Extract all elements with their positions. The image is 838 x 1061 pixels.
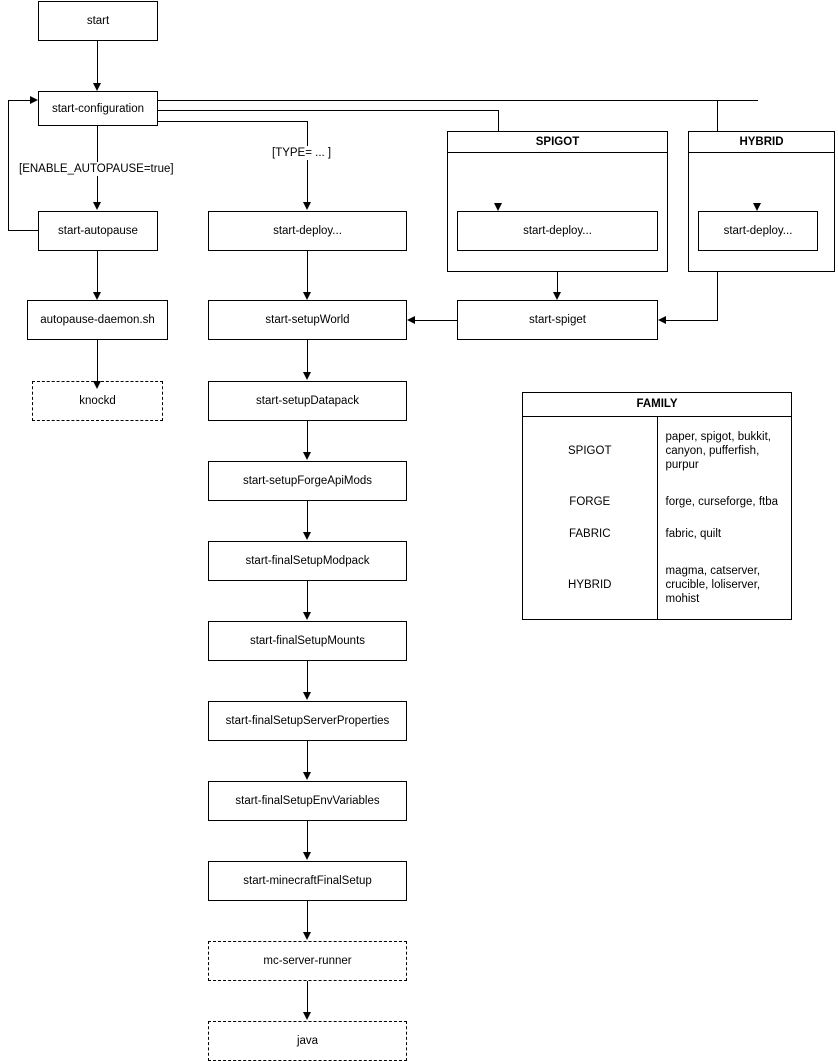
edge-setupworld-to-datapack (307, 340, 308, 372)
node-start-spiget[interactable]: start-spiget (457, 300, 658, 340)
node-start-finalsetupserverproperties[interactable]: start-finalSetupServerProperties (208, 701, 407, 741)
node-start-setupforgeapimods[interactable]: start-setupForgeApiMods (208, 461, 407, 501)
node-mc-server-runner[interactable]: mc-server-runner (208, 941, 407, 981)
edge-finalsetup-to-mcserverrunner (307, 901, 308, 932)
arrowhead-deploy-to-setupworld (303, 292, 311, 300)
edge-deploy-to-setupworld (307, 251, 308, 292)
arrowhead-forgeapimods-to-modpack (303, 532, 311, 540)
legend-family-members: paper, spigot, bukkit, canyon, pufferfis… (665, 431, 771, 472)
arrowhead-loopback-to-configuration (30, 96, 38, 104)
arrowhead-serverproperties-to-envvariables (303, 772, 311, 780)
arrowhead-spigot-deploy-to-spiget (553, 292, 561, 300)
node-autopause-daemon-sh[interactable]: autopause-daemon.sh (27, 300, 168, 340)
legend-table: FAMILY SPIGOT paper, spigot, bukkit, can… (523, 393, 791, 619)
arrowhead-spiget-to-setupworld (407, 316, 415, 324)
arrowhead-hybrid-to-spiget (658, 316, 666, 324)
edge-autopause-loopback-top (8, 100, 30, 101)
legend-family-members: fabric, quilt (665, 528, 722, 541)
edge-label-type: [TYPE= ... ] (272, 146, 332, 160)
node-start-deploy-hybrid[interactable]: start-deploy... (698, 211, 818, 251)
edge-mounts-to-serverproperties (307, 661, 308, 692)
arrowhead-setupworld-to-datapack (303, 372, 311, 380)
edge-deploy-riser (307, 121, 308, 202)
node-start-setupworld[interactable]: start-setupWorld (208, 300, 407, 340)
legend-row: FABRIC fabric, quilt (523, 518, 791, 551)
edge-hybrid-to-spiget (666, 320, 718, 321)
node-start-finalsetupenvvariables[interactable]: start-finalSetupEnvVariables (208, 781, 407, 821)
arrowhead-modpack-to-mounts (303, 612, 311, 620)
legend-family-table: FAMILY SPIGOT paper, spigot, bukkit, can… (522, 392, 792, 620)
arrowhead-configuration-to-autopause (93, 202, 101, 210)
legend-family-members: forge, curseforge, ftba (665, 495, 779, 508)
arrowhead-to-spigot-deploy (494, 203, 502, 211)
edge-start-to-configuration (97, 41, 98, 83)
edge-autopause-to-daemon (97, 251, 98, 292)
edge-configuration-to-hybrid-path (158, 100, 717, 101)
edge-datapack-to-forgeapimods (307, 421, 308, 452)
node-start-deploy-spigot[interactable]: start-deploy... (457, 211, 658, 251)
arrowhead-mounts-to-serverproperties (303, 692, 311, 700)
arrowhead-envvariables-to-finalsetup (303, 852, 311, 860)
arrowhead-start-to-configuration (93, 83, 101, 91)
legend-family-name: HYBRID (523, 550, 658, 619)
legend-title: FAMILY (523, 393, 791, 417)
legend-family-name: SPIGOT (523, 416, 658, 486)
node-java[interactable]: java (208, 1021, 407, 1061)
legend-body: SPIGOT paper, spigot, bukkit, canyon, pu… (523, 416, 791, 619)
node-start-configuration[interactable]: start-configuration (38, 91, 158, 126)
node-start-autopause[interactable]: start-autopause (38, 211, 158, 251)
edge-forgeapimods-to-modpack (307, 501, 308, 532)
edge-hybrid-deploy-branch (717, 100, 758, 101)
legend-family-name: FORGE (523, 485, 658, 519)
legend-row: HYBRID magma, catserver, crucible, lolis… (523, 550, 791, 619)
arrowhead-datapack-to-forgeapimods (303, 452, 311, 460)
node-start-finalsetupmodpack[interactable]: start-finalSetupModpack (208, 541, 407, 581)
edge-modpack-to-mounts (307, 581, 308, 612)
arrowhead-autopause-to-daemon (93, 292, 101, 300)
node-start-minecraftfinalsetup[interactable]: start-minecraftFinalSetup (208, 861, 407, 901)
edge-autopause-loopback-bottom (8, 230, 38, 231)
edge-configuration-to-deploy (158, 121, 308, 122)
arrowhead-to-hybrid-deploy (753, 203, 761, 211)
edge-mcserverrunner-to-java (307, 981, 308, 1012)
legend-row: SPIGOT paper, spigot, bukkit, canyon, pu… (523, 416, 791, 486)
node-start-finalsetupmounts[interactable]: start-finalSetupMounts (208, 621, 407, 661)
node-start-deploy-main[interactable]: start-deploy... (208, 211, 407, 251)
legend-row: FORGE forge, curseforge, ftba (523, 485, 791, 519)
node-start[interactable]: start (38, 1, 158, 41)
edge-label-enable-autopause: [ENABLE_AUTOPAUSE=true] (19, 162, 174, 176)
arrowhead-mcserverrunner-to-java (303, 1012, 311, 1020)
edge-spiget-to-setupworld (415, 320, 457, 321)
node-start-setupdatapack[interactable]: start-setupDatapack (208, 381, 407, 421)
edge-serverproperties-to-envvariables (307, 741, 308, 772)
arrowhead-daemon-to-knockd (93, 381, 101, 389)
edge-configuration-to-spigot (158, 110, 498, 111)
group-hybrid-title: HYBRID (689, 132, 834, 153)
legend-family-name: FABRIC (523, 518, 658, 551)
group-spigot-title: SPIGOT (448, 132, 667, 153)
arrowhead-finalsetup-to-mcserverrunner (303, 932, 311, 940)
edge-autopause-loopback-riser (8, 100, 9, 231)
edge-daemon-to-knockd (97, 340, 98, 381)
edge-envvariables-to-finalsetup (307, 821, 308, 852)
legend-family-members: magma, catserver, crucible, loliserver, … (665, 564, 761, 605)
arrowhead-to-deploy (303, 202, 311, 210)
